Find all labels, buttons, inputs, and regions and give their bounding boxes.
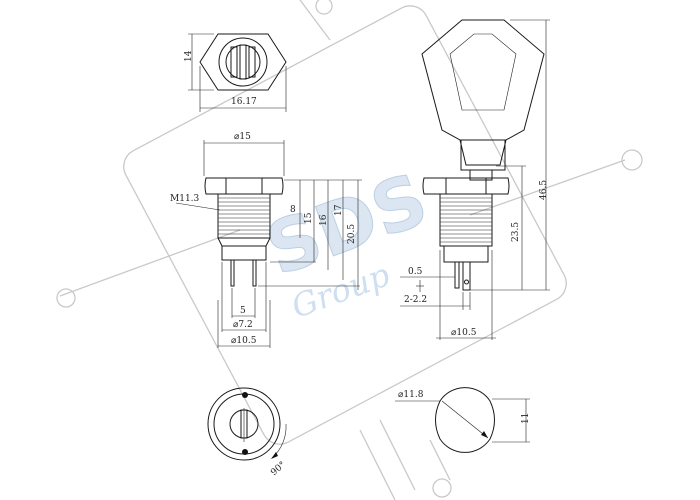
dim-pin-spacing: 5 [240, 306, 246, 316]
watermark: SDS Group [56, 0, 643, 500]
front-view: ⌀15 M11.3 8 15 16 17 20.5 [170, 132, 362, 348]
dim-d7-2: ⌀7.2 [233, 320, 253, 330]
dim-h8: 8 [290, 205, 296, 215]
dim-total-height: 46.5 [539, 180, 549, 200]
dim-h15: 15 [304, 212, 314, 224]
dim-pin-width: 2-2.2 [404, 295, 427, 305]
dim-h16: 16 [319, 214, 329, 226]
dim-key-height: 23.5 [511, 222, 521, 242]
bottom-view: 90° [207, 387, 288, 478]
panel-cutout-view: ⌀11.8 11 [395, 387, 531, 453]
top-view: 14 16.17 [184, 33, 287, 112]
dim-rotation: 90° [269, 460, 288, 478]
dim-h17: 17 [334, 204, 344, 216]
dim-d11-8: ⌀11.8 [398, 390, 424, 400]
dim-h20-5: 20.5 [347, 224, 357, 244]
dim-d10-5-left: ⌀10.5 [231, 336, 257, 346]
dim-top-width: 16.17 [231, 97, 257, 107]
dim-top-height: 14 [184, 50, 194, 62]
dim-flat: 11 [521, 413, 531, 424]
dim-gap: 0.5 [408, 267, 423, 277]
dim-thread: M11.3 [170, 194, 200, 204]
dim-body-diameter: ⌀15 [234, 132, 251, 142]
dim-d10-5-right: ⌀10.5 [451, 328, 477, 338]
side-view: 46.5 23.5 0.5 2-2.2 ⌀10.5 [400, 19, 550, 340]
